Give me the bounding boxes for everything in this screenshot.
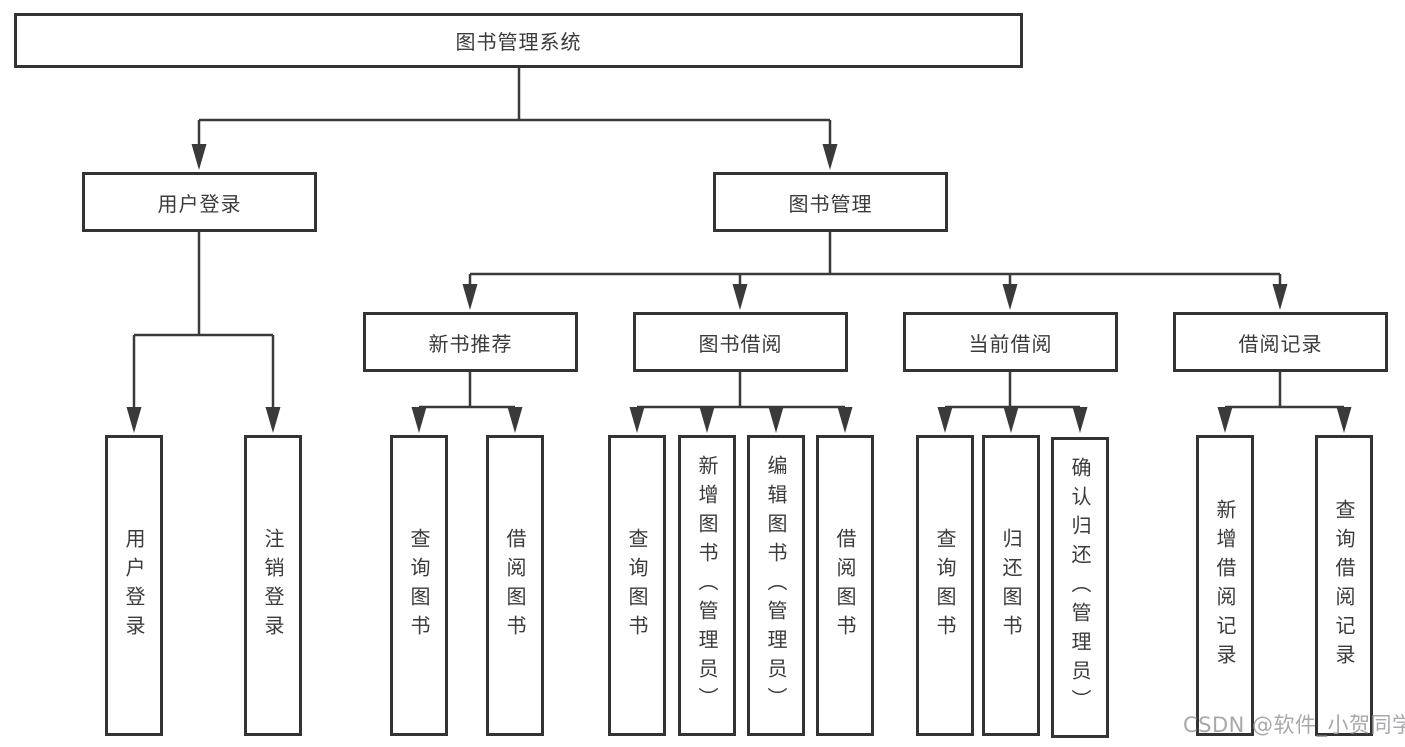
leaf-borrow-books-borrowing-label: 借阅图书 bbox=[833, 527, 857, 644]
leaf-logout-login: 注销登录 bbox=[244, 435, 302, 736]
node-new-book-recommendation: 新书推荐 bbox=[363, 312, 578, 372]
node-user-login-label: 用户登录 bbox=[157, 191, 242, 216]
leaf-add-book-admin-label: 新增图书（管理员） bbox=[695, 455, 719, 716]
node-user-login: 用户登录 bbox=[82, 172, 317, 232]
node-book-borrowing: 图书借阅 bbox=[633, 312, 848, 372]
leaf-user-login-label: 用户登录 bbox=[122, 527, 146, 644]
node-current-borrowing-label: 当前借阅 bbox=[968, 331, 1053, 356]
node-library-system-label: 图书管理系统 bbox=[455, 30, 582, 54]
leaf-add-book-admin: 新增图书（管理员） bbox=[678, 435, 736, 736]
leaf-confirm-return-admin-label: 确认归还（管理员） bbox=[1068, 457, 1092, 718]
arrowheads bbox=[126, 144, 1352, 433]
leaf-edit-book-admin: 编辑图书（管理员） bbox=[747, 435, 805, 736]
leaf-borrow-books-recommend-label: 借阅图书 bbox=[503, 527, 527, 644]
leaf-query-books-recommend: 查询图书 bbox=[390, 435, 448, 736]
leaf-confirm-return-admin: 确认归还（管理员） bbox=[1051, 437, 1109, 738]
leaf-return-books-label: 归还图书 bbox=[999, 527, 1023, 644]
node-new-book-recommendation-label: 新书推荐 bbox=[428, 331, 513, 356]
watermark: CSDN @软件_小贺同学 bbox=[1183, 713, 1405, 737]
leaf-query-books-borrowing: 查询图书 bbox=[608, 435, 666, 736]
node-borrowing-records-label: 借阅记录 bbox=[1238, 331, 1323, 356]
leaf-borrow-books-borrowing: 借阅图书 bbox=[816, 435, 874, 736]
leaf-query-books-recommend-label: 查询图书 bbox=[407, 527, 431, 644]
leaf-query-books-current: 查询图书 bbox=[916, 435, 974, 736]
leaf-add-borrow-record-label: 新增借阅记录 bbox=[1213, 498, 1237, 673]
leaf-borrow-books-recommend: 借阅图书 bbox=[486, 435, 544, 736]
leaf-query-books-current-label: 查询图书 bbox=[933, 527, 957, 644]
leaf-query-borrow-record-label: 查询借阅记录 bbox=[1332, 498, 1356, 673]
leaf-query-books-borrowing-label: 查询图书 bbox=[625, 527, 649, 644]
leaf-user-login: 用户登录 bbox=[105, 435, 163, 736]
node-book-management: 图书管理 bbox=[713, 172, 948, 232]
node-book-borrowing-label: 图书借阅 bbox=[698, 331, 783, 356]
node-library-system: 图书管理系统 bbox=[14, 13, 1023, 68]
leaf-edit-book-admin-label: 编辑图书（管理员） bbox=[764, 455, 788, 716]
node-current-borrowing: 当前借阅 bbox=[903, 312, 1118, 372]
node-book-management-label: 图书管理 bbox=[788, 191, 873, 216]
leaf-logout-login-label: 注销登录 bbox=[261, 527, 285, 644]
node-borrowing-records: 借阅记录 bbox=[1173, 312, 1388, 372]
leaf-return-books: 归还图书 bbox=[982, 435, 1040, 736]
leaf-add-borrow-record: 新增借阅记录 bbox=[1196, 435, 1254, 736]
leaf-query-borrow-record: 查询借阅记录 bbox=[1315, 435, 1373, 736]
